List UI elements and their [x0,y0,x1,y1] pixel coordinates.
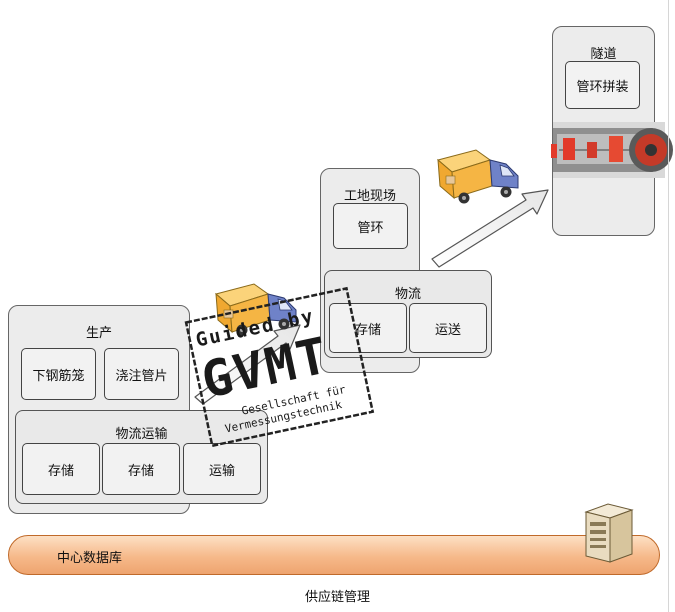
site-title: 工地现场 [343,189,396,204]
central-database-bar: 中心数据库 [8,535,660,575]
gvmt-stamp-watermark: Guided by GVMT Gesellschaft für Vermessu… [184,286,375,448]
production-logistics-group: 物流运输 存储 存储 运输 [15,410,268,504]
site-logistics-group: 物流 存储 运送 [324,270,492,358]
production-item-rebar-cage: 下钢筋笼 [21,348,96,400]
production-logistics-storage-1: 存储 [22,443,100,495]
site-logistics-storage: 存储 [329,303,407,353]
tunnel-item-ring-assembly: 管环拼装 [565,61,640,109]
production-title: 生产 [85,326,112,341]
production-logistics-transport: 运输 [183,443,261,495]
production-logistics-storage-2: 存储 [102,443,180,495]
production-item-cast-segment: 浇注管片 [104,348,179,400]
server-icon [584,503,634,563]
tunnel-boring-machine-icon [551,122,673,178]
production-logistics-title: 物流运输 [115,427,168,442]
central-database-label: 中心数据库 [57,551,123,566]
site-item-ring: 管环 [333,203,408,249]
site-logistics-title: 物流 [394,287,421,302]
truck-icon [436,149,519,204]
supply-chain-management-label: 供应链管理 [304,590,370,605]
site-logistics-delivery: 运送 [409,303,487,353]
tunnel-title: 隧道 [590,47,617,62]
page-right-border [668,0,669,612]
